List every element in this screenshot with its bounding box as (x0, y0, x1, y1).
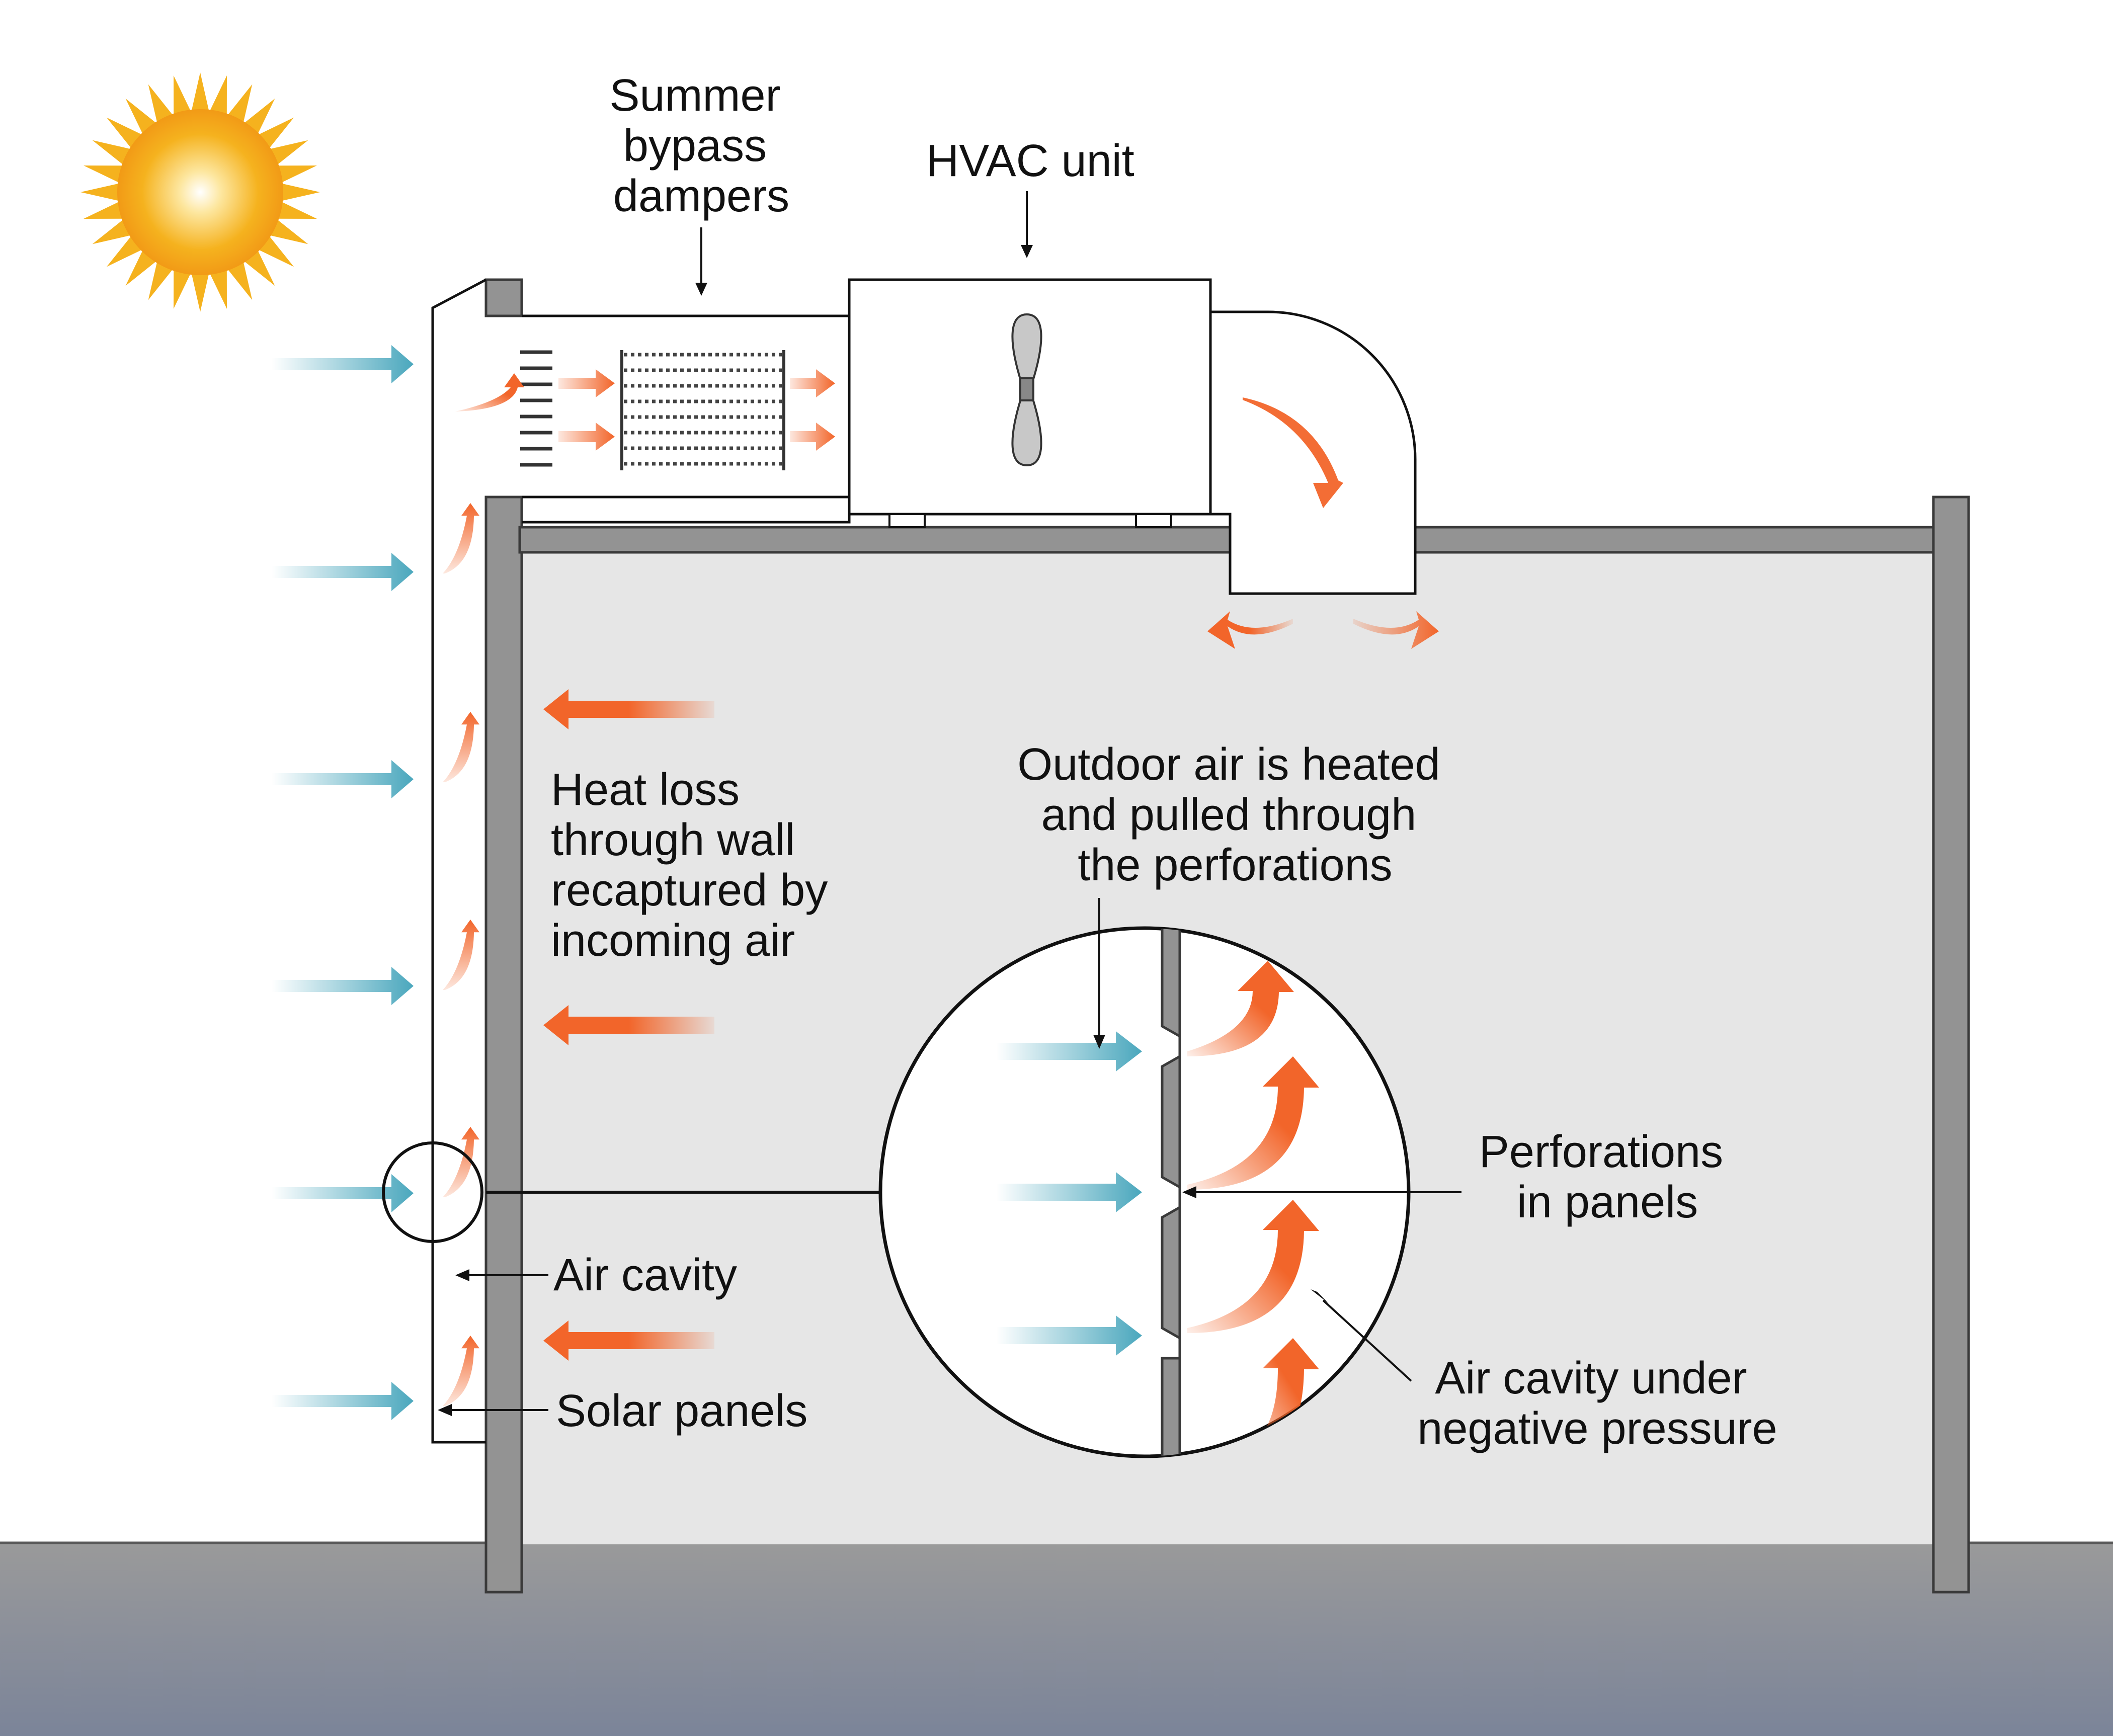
parapet (484, 278, 523, 317)
airflow-arrows (272, 345, 1439, 1420)
ground (0, 1542, 2113, 1736)
zoom-source-circle (382, 1141, 483, 1243)
leader-lines (438, 191, 1461, 1416)
heat-loss-label: Heat loss through wall recaptured by inc… (551, 765, 840, 966)
perforations-label: Perforations in panels (1479, 1127, 1736, 1227)
summer-bypass-dampers-icon (520, 350, 552, 467)
fan-icon (1011, 313, 1042, 467)
roof (518, 526, 1935, 554)
right-wall (1932, 495, 1970, 1594)
air-cavity-label: Air cavity (553, 1250, 737, 1300)
labels: Summer bypass dampers HVAC unit Heat los… (551, 70, 1777, 1454)
outdoor-air-label: Outdoor air is heated and pulled through… (1017, 739, 1453, 890)
air-cavity-negative-label: Air cavity under negative pressure (1417, 1353, 1777, 1454)
intake-duct (522, 314, 851, 524)
left-wall (484, 495, 523, 1594)
summer-bypass-dampers-label: Summer bypass dampers (609, 70, 793, 221)
zoom-panel-section (1161, 928, 1181, 1456)
zoom-airflow-arrows (996, 961, 1319, 1454)
filter-grid-icon (620, 350, 785, 470)
solar-panels-label: Solar panels (556, 1386, 807, 1436)
solar-panel-skin (431, 278, 487, 1444)
hvac-unit-label: HVAC unit (926, 136, 1134, 186)
sun-icon (80, 72, 320, 312)
